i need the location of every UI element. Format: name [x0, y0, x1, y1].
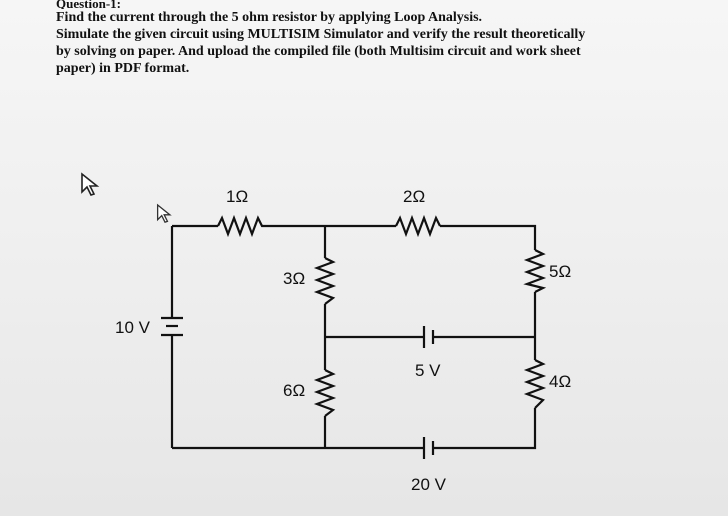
- resistor-5-ohm: [523, 249, 547, 293]
- label-r6: 4Ω: [549, 372, 571, 391]
- battery-5v-source: [422, 326, 435, 348]
- label-r4: 6Ω: [283, 381, 305, 400]
- label-r1: 1Ω: [226, 187, 248, 206]
- battery-10v-source: [161, 316, 183, 337]
- mouse-cursor-icon: [81, 172, 100, 196]
- battery-20v-source: [422, 437, 435, 459]
- question-line-4: paper) in PDF format.: [56, 61, 190, 76]
- resistor-4-ohm: [523, 359, 547, 409]
- question-line-2: Simulate the given circuit using MULTISI…: [56, 27, 586, 42]
- wire-top-right: [440, 224, 537, 250]
- question-text: Question-1: Find the current through the…: [56, 0, 716, 77]
- resistor-6-ohm: [313, 369, 337, 417]
- wire-bottom-right: [433, 408, 537, 450]
- question-line-3: by solving on paper. And upload the comp…: [56, 44, 581, 59]
- label-v2: 5 V: [415, 361, 441, 380]
- label-v3: 20 V: [411, 475, 447, 494]
- mouse-cursor-icon: [156, 203, 172, 223]
- label-r5: 5Ω: [549, 262, 571, 281]
- resistor-2-ohm: [395, 214, 441, 238]
- resistor-1-ohm: [217, 214, 266, 238]
- question-heading: Question-1:: [56, 0, 121, 9]
- question-line-1: Find the current through the 5 ohm resis…: [56, 10, 483, 25]
- label-r3: 3Ω: [283, 269, 305, 288]
- label-v1: 10 V: [115, 318, 151, 337]
- resistor-3-ohm: [313, 257, 337, 305]
- label-r2: 2Ω: [403, 187, 425, 206]
